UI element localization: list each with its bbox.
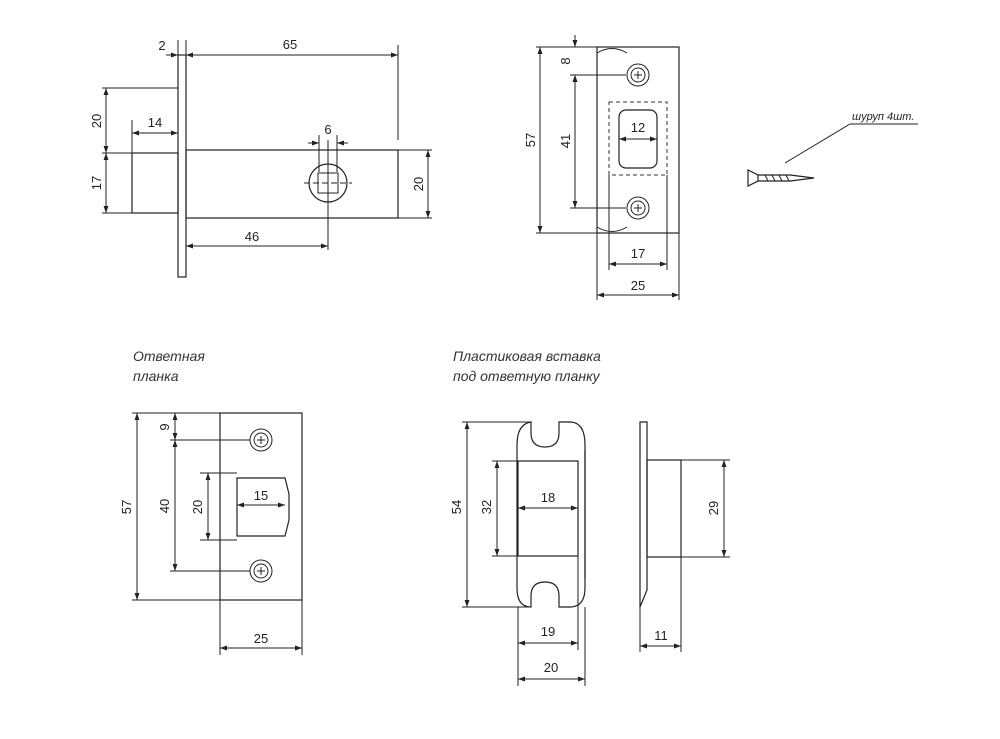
strike-screw-top	[249, 428, 273, 452]
dim-strike-total-width: 25	[254, 631, 268, 646]
plastic-insert-front-view: 54 32 18 19 20	[449, 421, 586, 686]
dim-insert-window-width: 18	[541, 490, 555, 505]
dim-insert-side-height: 29	[706, 501, 721, 515]
strike-window	[236, 477, 290, 537]
dim-insert-inner-width: 19	[541, 624, 555, 639]
dim-face-screw-spacing: 41	[558, 134, 573, 148]
faceplate-screw-top	[626, 63, 650, 87]
dim-strike-total-height: 57	[119, 500, 134, 514]
dim-insert-window-height: 32	[479, 500, 494, 514]
insert-side-body	[646, 459, 682, 558]
dim-body-height: 20	[411, 177, 426, 191]
dim-face-total-height: 57	[523, 133, 538, 147]
insert-caption-line1: Пластиковая вставка	[453, 348, 601, 364]
dim-face-total-width: 25	[631, 278, 645, 293]
dim-insert-total-width: 20	[544, 660, 558, 675]
dim-bolt-height: 17	[89, 176, 104, 190]
strike-plate-caption-line1: Ответная	[133, 348, 205, 364]
dim-strike-screw-offset: 9	[157, 423, 172, 430]
strike-plate-outline	[219, 412, 303, 601]
strike-screw-bottom	[249, 559, 273, 583]
dim-face-window-width: 12	[631, 120, 645, 135]
latch-side-view: 2 65 20 17 14 6 20 46	[89, 37, 432, 278]
dim-spindle: 6	[324, 122, 331, 137]
dim-backset: 46	[245, 229, 259, 244]
latch-front-plate	[177, 54, 187, 278]
spindle-hole	[304, 140, 352, 250]
dim-front-plate-thickness: 2	[158, 38, 165, 53]
dim-insert-total-height: 54	[449, 500, 464, 514]
dim-face-screw-offset: 8	[558, 57, 573, 64]
faceplate-hidden-outline	[608, 101, 668, 176]
dim-strike-window-width: 15	[254, 488, 268, 503]
dim-insert-depth: 11	[654, 628, 668, 643]
dim-strike-window-height: 20	[190, 500, 205, 514]
strike-plate-caption-line2: планка	[133, 368, 179, 384]
screw-label: шуруп 4шт.	[852, 111, 914, 123]
dim-strike-screw-spacing: 40	[157, 499, 172, 513]
insert-caption-line2: под ответную планку	[453, 368, 601, 384]
latch-faceplate-view: 8 57 41 12 17 25	[523, 35, 680, 300]
dim-bolt-length: 14	[148, 115, 162, 130]
faceplate-outline	[596, 46, 680, 234]
latch-body	[185, 149, 399, 219]
screw-view: шуруп 4шт.	[747, 111, 918, 187]
faceplate-screw-bottom	[626, 196, 650, 220]
latch-bolt	[131, 152, 179, 214]
plastic-insert-side-view: 29 11	[639, 421, 730, 652]
dim-face-inner-width: 17	[631, 246, 645, 261]
strike-plate-view: 57 9 40 20 15 25	[119, 412, 303, 655]
insert-outline	[516, 421, 586, 608]
dim-upper-offset: 20	[89, 114, 104, 128]
dim-total-length: 65	[283, 37, 297, 52]
insert-side-flange	[639, 421, 648, 608]
